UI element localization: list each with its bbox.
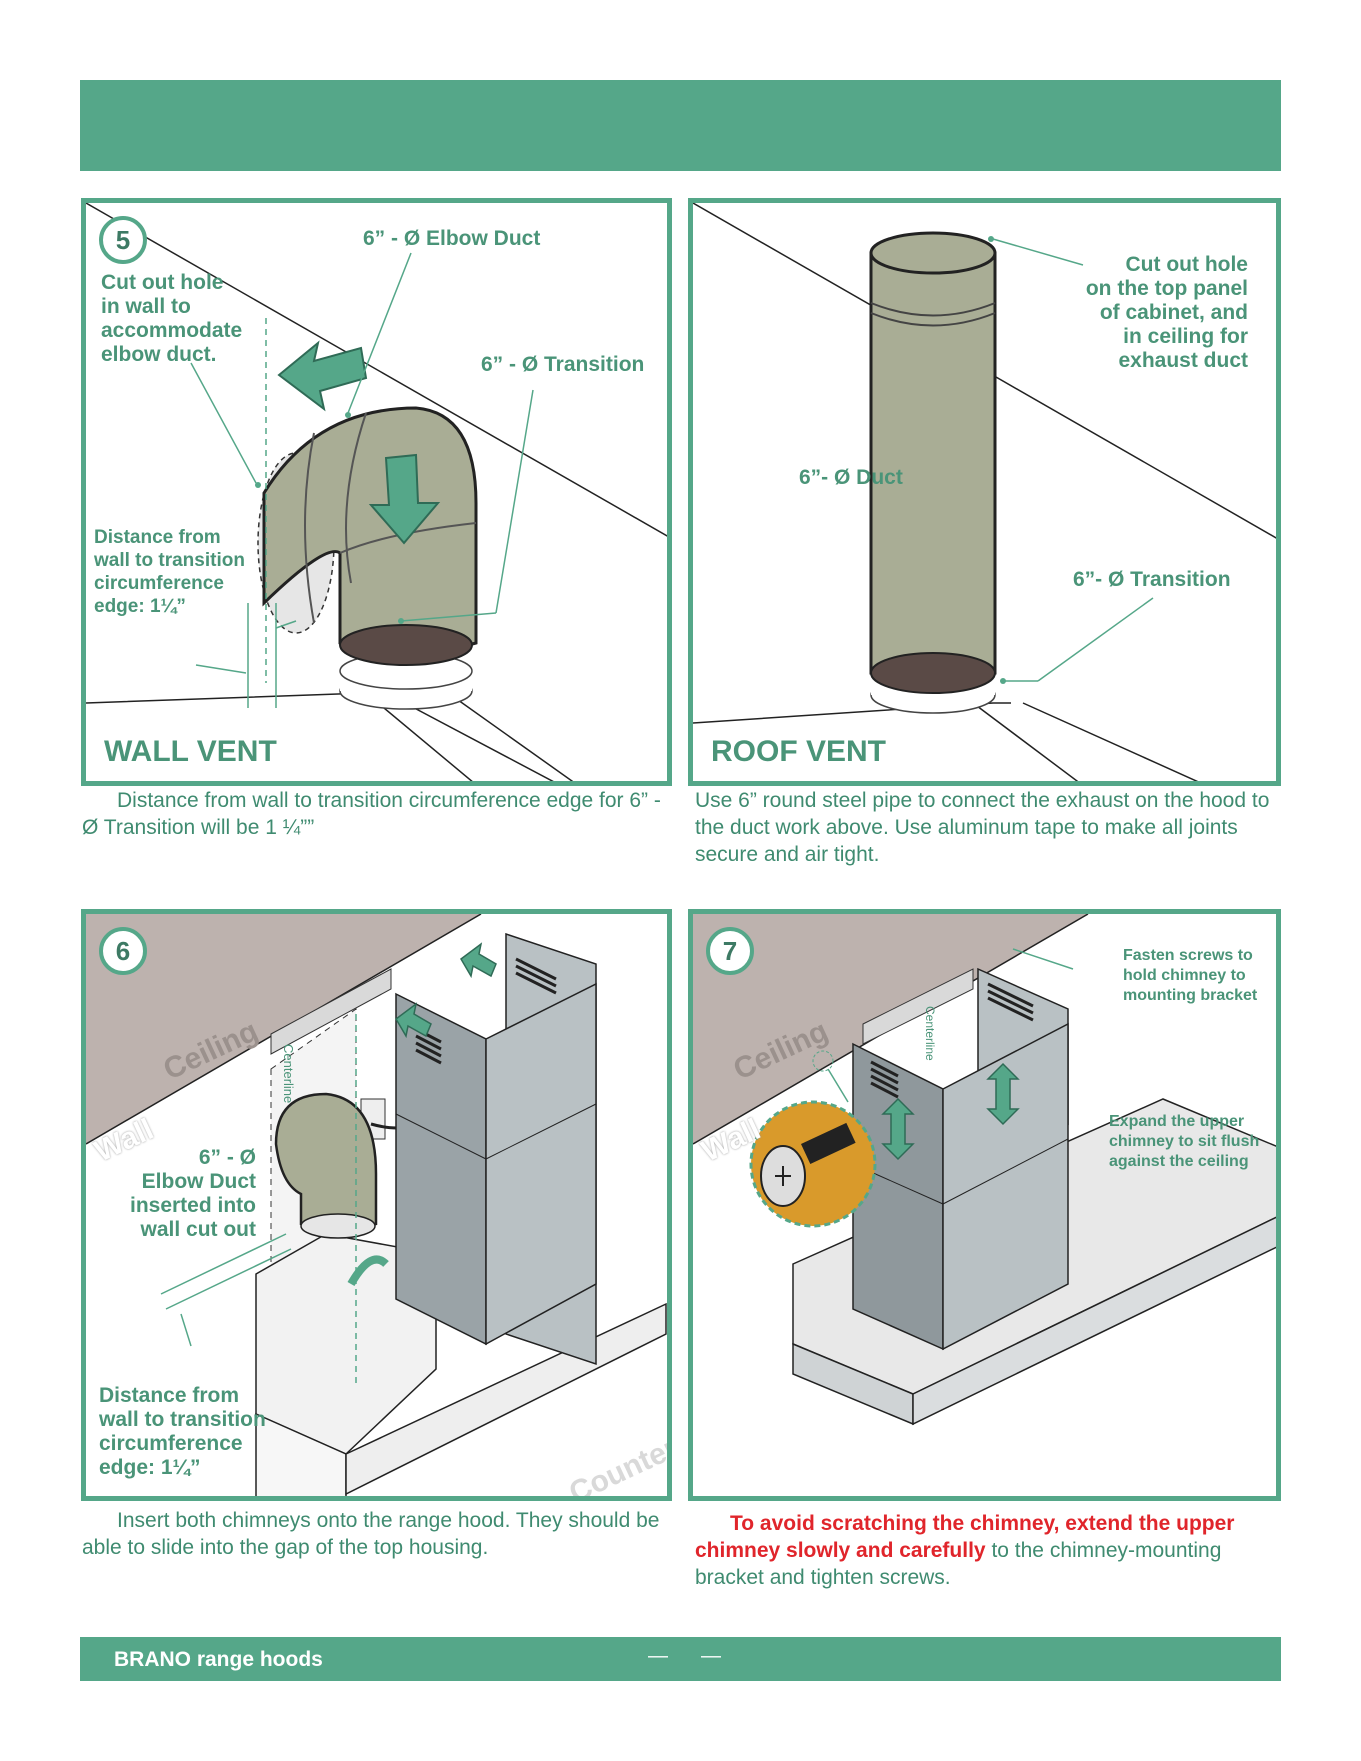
elbow-duct-label: 6” - Ø Elbow Duct [363, 227, 541, 250]
vent-title: WALL VENT [104, 735, 277, 768]
brand-name: BRANO range hoods [114, 1648, 323, 1671]
expand-chimney-label: Expand the upper chimney to sit flush ag… [1109, 1113, 1260, 1170]
page-number-dash: — [701, 1645, 721, 1667]
step-number: 5 [99, 216, 147, 264]
panel-fasten-chimney: 7 Ceiling Wall Centerline Fasten screws … [688, 909, 1281, 1501]
caption-insert-chimneys: Insert both chimneys onto the range hood… [82, 1509, 660, 1559]
caption-wall-vent: Distance from wall to transition circumf… [82, 789, 661, 839]
warning-text: To avoid scratching the chimney, extend … [695, 1512, 1235, 1562]
header-bar [80, 80, 1281, 171]
insert-chimneys-illustration [86, 914, 667, 1496]
caption-fasten-chimney: To avoid scratching the chimney, extend … [695, 1510, 1281, 1591]
panel-insert-chimneys: 6 Ceiling Wall Centerline 6” - Ø Elbow D… [81, 909, 672, 1501]
centerline-label: Centerline [281, 1044, 296, 1104]
cut-out-label: Cut out hole on the top panel of cabinet… [1085, 253, 1248, 372]
panel-wall-vent: 5 6” - Ø Elbow Duct 6” - Ø Transition Cu… [81, 198, 672, 786]
fasten-chimney-illustration [693, 914, 1276, 1426]
centerline-label: Centerline [923, 1006, 937, 1061]
roof-vent-illustration [693, 203, 1276, 781]
step-number: 7 [706, 927, 754, 975]
fasten-screws-label: Fasten screws to hold chimney to mountin… [1123, 947, 1258, 1004]
panel-roof-vent: Cut out hole on the top panel of cabinet… [688, 198, 1281, 786]
vent-title: ROOF VENT [711, 735, 887, 768]
caption-rest: to the chimney-mounting bracket and tigh… [695, 1539, 1222, 1589]
transition-label: 6”- Ø Transition [1073, 568, 1231, 591]
page-number-dash: — [648, 1645, 668, 1667]
cut-out-label: Cut out hole in wall to accommodate elbo… [101, 271, 243, 366]
step-number: 6 [99, 927, 147, 975]
duct-label: 6”- Ø Duct [799, 466, 903, 489]
caption-roof-vent: Use 6” round steel pipe to connect the e… [695, 789, 1270, 866]
transition-label: 6” - Ø Transition [481, 353, 645, 376]
distance-label: Distance from wall to transition circumf… [94, 527, 245, 617]
footer-bar: BRANO range hoods — — [80, 1637, 1281, 1681]
elbow-inserted-label: 6” - Ø Elbow Duct inserted into wall cut… [129, 1146, 256, 1241]
wall-vent-illustration [86, 203, 667, 781]
distance-label: Distance from wall to transition circumf… [99, 1384, 266, 1479]
